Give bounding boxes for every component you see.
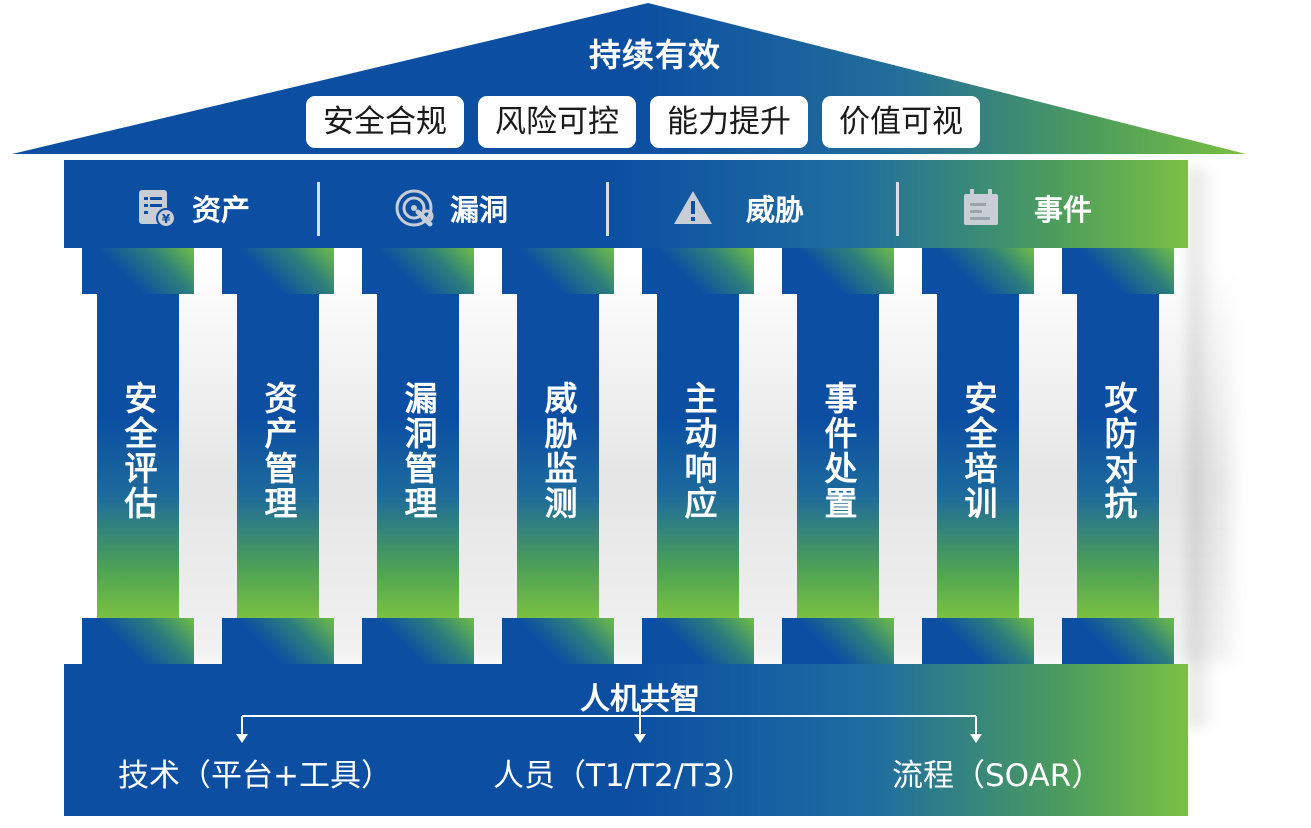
event-calendar-icon	[960, 187, 1002, 229]
pillar-capital	[222, 248, 334, 294]
pillar-capital	[782, 248, 894, 294]
pillar-base	[82, 618, 194, 664]
pillar-label: 主动响应	[679, 381, 718, 521]
svg-text:¥: ¥	[162, 212, 171, 226]
pillar-base	[642, 618, 754, 664]
pillar-base	[362, 618, 474, 664]
pillar-shaft	[937, 294, 1019, 618]
pillar-shaft	[377, 294, 459, 618]
pillar-shaft	[97, 294, 179, 618]
pillar-shaft	[237, 294, 319, 618]
entablature-beam	[64, 160, 1188, 248]
pillar-capital	[642, 248, 754, 294]
warning-triangle-icon	[672, 187, 714, 229]
foundation-item-people: 人员（T1/T2/T3）	[493, 758, 754, 794]
pillar-label: 攻防对抗	[1099, 381, 1138, 521]
pill-compliance: 安全合规	[306, 96, 464, 148]
pillar-label: 安全评估	[119, 381, 158, 521]
beam-label-threat: 威胁	[746, 193, 805, 227]
foundation-item-process: 流程（SOAR）	[892, 758, 1103, 794]
pillar-label: 漏洞管理	[399, 381, 438, 521]
pillar-label: 威胁监测	[539, 381, 578, 521]
pillar-base	[222, 618, 334, 664]
asset-list-icon: ¥	[136, 187, 178, 229]
pill-risk-control: 风险可控	[478, 96, 636, 148]
beam-divider	[606, 182, 609, 236]
roof-title: 持续有效	[588, 36, 721, 74]
pill-capability: 能力提升	[650, 96, 808, 148]
pillar-shaft	[657, 294, 739, 618]
pillar-base	[782, 618, 894, 664]
pillar-base	[922, 618, 1034, 664]
right-shadow	[1188, 168, 1216, 728]
pillar-shaft	[1077, 294, 1159, 618]
beam-item-threat: 威胁	[672, 178, 804, 238]
pillar-label: 资产管理	[259, 381, 298, 521]
beam-label-event: 事件	[1034, 193, 1093, 227]
foundation	[64, 664, 1188, 816]
pillar-shaft	[517, 294, 599, 618]
pill-value-visibility: 价值可视	[822, 96, 980, 148]
beam-divider	[896, 182, 899, 236]
beam-divider	[317, 182, 320, 236]
pillar-base	[502, 618, 614, 664]
foundation-item-technology: 技术（平台+工具）	[118, 758, 392, 794]
beam-item-asset: ¥ 资产	[136, 178, 250, 238]
pillar-capital	[1062, 248, 1174, 294]
pillar-label: 事件处置	[819, 381, 858, 521]
pillar-capital	[922, 248, 1034, 294]
beam-item-vulnerability: 漏洞	[394, 178, 508, 238]
pillar-base	[1062, 618, 1174, 664]
pillar-capital	[502, 248, 614, 294]
pillar-label: 安全培训	[959, 381, 998, 521]
pillar-shaft	[797, 294, 879, 618]
pillar-capital	[362, 248, 474, 294]
beam-label-vulnerability: 漏洞	[450, 193, 509, 227]
pillar-capital	[82, 248, 194, 294]
beam-item-event: 事件	[960, 178, 1092, 238]
vulnerability-scan-icon	[394, 187, 436, 229]
beam-label-asset: 资产	[192, 193, 251, 227]
